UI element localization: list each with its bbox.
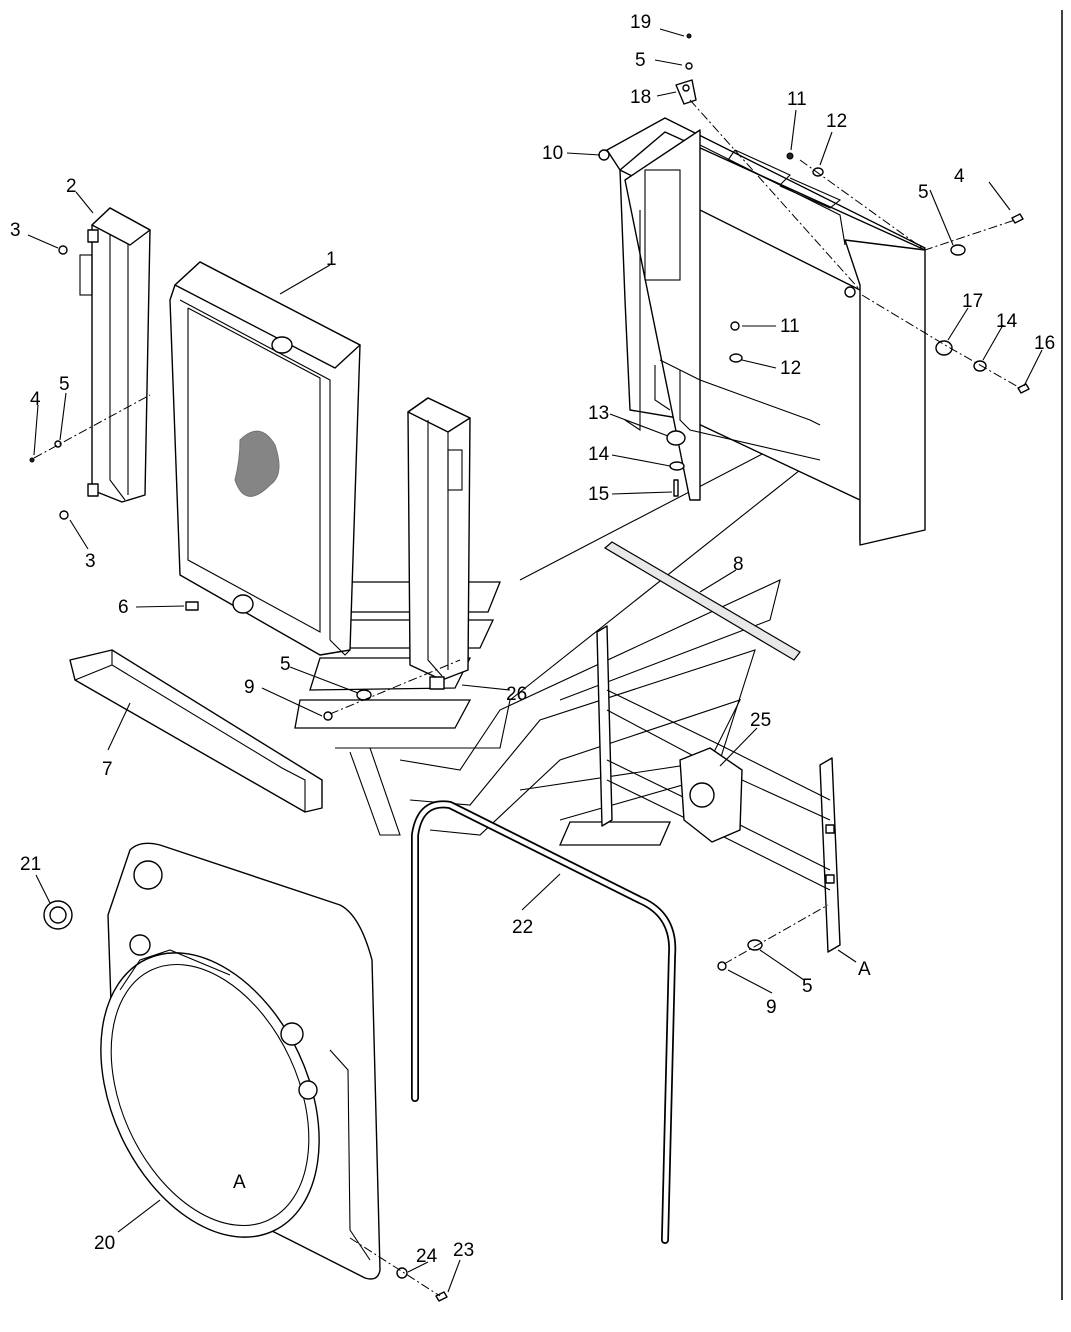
callout-leader-lines bbox=[27, 28, 1043, 1293]
part-8-seal-strip bbox=[603, 541, 801, 661]
callout-18: 18 bbox=[630, 87, 651, 108]
callout-5-center: 5 bbox=[280, 654, 291, 675]
part-13-isolator-mount bbox=[666, 430, 686, 446]
callout-5-top: 5 bbox=[635, 50, 646, 71]
part-10-upper-shroud-frame bbox=[598, 117, 926, 546]
part-15-bolt bbox=[673, 479, 679, 497]
part-14-washer-lower bbox=[669, 461, 685, 471]
part-11-nut-lower bbox=[730, 321, 740, 331]
part-11-nut-top bbox=[786, 152, 794, 160]
callout-A-right: A bbox=[858, 959, 871, 980]
callout-11-top: 11 bbox=[787, 89, 807, 110]
callout-4-right: 4 bbox=[954, 166, 965, 187]
part-12-washer-lower bbox=[729, 353, 743, 363]
callout-19: 19 bbox=[630, 12, 651, 33]
callout-3-bottom: 3 bbox=[85, 551, 96, 572]
part-7-foam-block bbox=[69, 649, 323, 813]
callout-5-lower-right: 5 bbox=[802, 976, 813, 997]
part-12-washer-top bbox=[812, 167, 824, 177]
part-25-support-bracket bbox=[596, 625, 841, 953]
callout-10: 10 bbox=[542, 143, 563, 164]
part-18-bracket bbox=[675, 79, 697, 105]
callout-16: 16 bbox=[1034, 333, 1055, 354]
callout-23: 23 bbox=[453, 1240, 474, 1261]
callout-3-top: 3 bbox=[10, 220, 21, 241]
part-4-bolt-right bbox=[1011, 213, 1024, 224]
callout-2: 2 bbox=[66, 176, 77, 197]
callout-17: 17 bbox=[962, 291, 983, 312]
part-22-u-seal bbox=[411, 800, 677, 1244]
callout-15: 15 bbox=[588, 484, 609, 505]
callout-5-right: 5 bbox=[918, 182, 929, 203]
part-1-radiator bbox=[169, 261, 361, 656]
callout-4-left: 4 bbox=[30, 389, 41, 410]
callout-26: 26 bbox=[506, 684, 527, 705]
callout-6: 6 bbox=[118, 597, 129, 618]
callout-11-lower: 11 bbox=[780, 316, 800, 337]
part-5-washer-right bbox=[950, 244, 966, 256]
callout-21: 21 bbox=[20, 854, 41, 875]
part-21-grommet bbox=[43, 900, 73, 930]
callout-13: 13 bbox=[588, 403, 609, 424]
callout-14-right: 14 bbox=[996, 311, 1018, 332]
callout-9-center: 9 bbox=[244, 677, 255, 698]
callout-12-top: 12 bbox=[826, 111, 847, 132]
part-16-bolt bbox=[1017, 383, 1030, 394]
part-3-o-ring-bottom bbox=[59, 510, 69, 520]
part-23-bolt bbox=[435, 1291, 448, 1302]
part-17-isolator bbox=[935, 340, 953, 356]
part-3-o-ring-top bbox=[58, 245, 68, 255]
callout-5-left: 5 bbox=[59, 374, 70, 395]
callout-labels: 19 5 18 10 11 12 4 5 17 14 16 11 12 13 1… bbox=[10, 12, 1055, 1267]
part-14-washer-right bbox=[973, 360, 987, 372]
callout-20: 20 bbox=[94, 1233, 115, 1254]
part-5-washer-center bbox=[356, 689, 372, 701]
callout-24: 24 bbox=[416, 1246, 438, 1267]
callout-7: 7 bbox=[102, 759, 113, 780]
part-5-washer-lower-right bbox=[747, 939, 763, 951]
part-4-bolt-left bbox=[29, 457, 35, 463]
part-6-drain-valve bbox=[185, 601, 199, 611]
callout-1: 1 bbox=[326, 249, 337, 270]
callout-12-lower: 12 bbox=[780, 358, 801, 379]
part-2-cooler-left bbox=[79, 207, 151, 503]
callout-8: 8 bbox=[733, 554, 744, 575]
callout-25: 25 bbox=[750, 710, 771, 731]
part-19-screw bbox=[686, 33, 692, 39]
part-26-cooler-center bbox=[407, 397, 471, 690]
part-5-washer-top bbox=[685, 62, 693, 70]
callout-A-shroud: A bbox=[233, 1172, 246, 1193]
part-20-fan-shroud bbox=[100, 842, 381, 1280]
callout-9-lower-right: 9 bbox=[766, 997, 777, 1018]
callout-14-lower: 14 bbox=[588, 444, 610, 465]
callout-22: 22 bbox=[512, 917, 533, 938]
part-24-washer bbox=[396, 1267, 408, 1279]
